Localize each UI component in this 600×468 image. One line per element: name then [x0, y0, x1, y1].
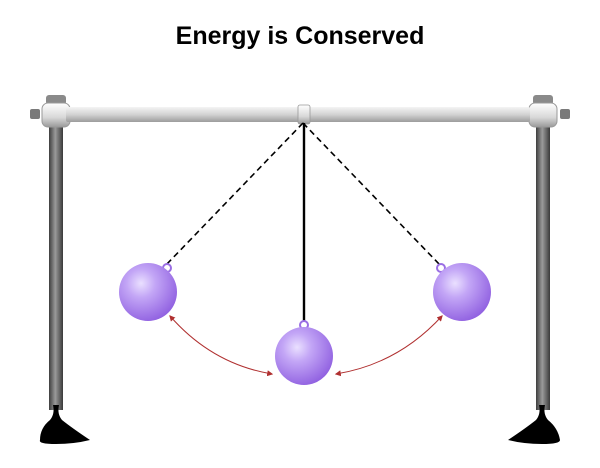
right-stand	[508, 95, 570, 444]
bob-left	[119, 263, 177, 321]
crossbar	[66, 104, 530, 125]
motion-arrow-left	[169, 315, 274, 377]
left-stand	[30, 95, 90, 444]
pendulum-strings	[165, 122, 441, 321]
diagram-title: Energy is Conserved	[175, 22, 425, 50]
bob-center	[275, 320, 333, 385]
bob-right	[433, 263, 491, 321]
motion-arrow-right	[334, 315, 443, 377]
